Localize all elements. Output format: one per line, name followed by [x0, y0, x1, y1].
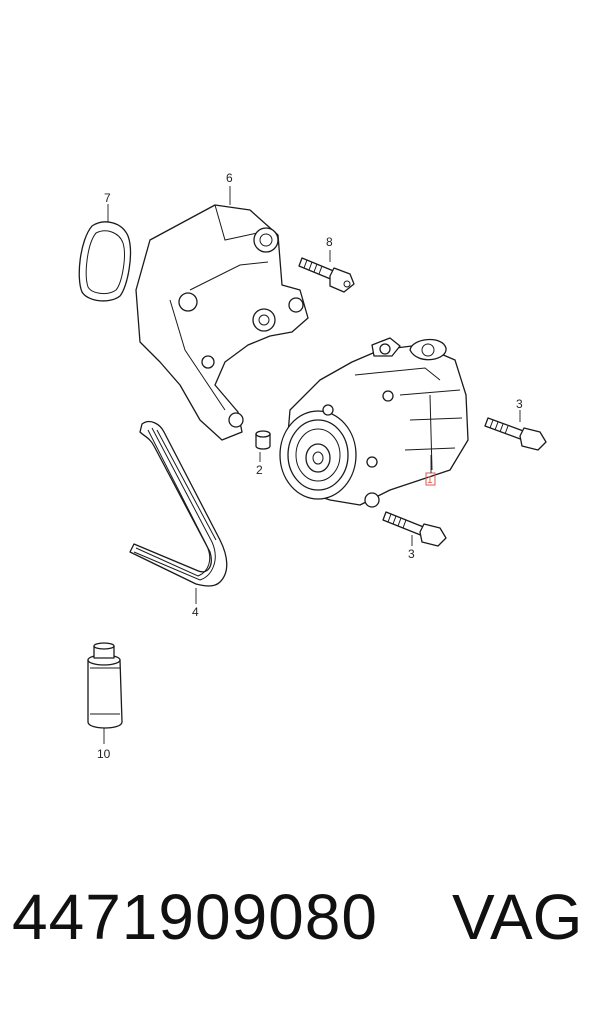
brand-label: VAG: [452, 881, 583, 953]
part-filter-cartridge: [87, 642, 123, 729]
callout-6: 6: [226, 171, 233, 185]
part-number: 4471909080: [12, 881, 378, 953]
callout-8: 8: [326, 235, 333, 249]
part-ribbed-belt: [129, 420, 228, 587]
part-bolt-3-upper: [484, 417, 547, 451]
part-bracket: [135, 204, 309, 441]
part-gasket: [78, 221, 132, 302]
callout-1: 1: [427, 475, 433, 486]
callout-10: 10: [97, 747, 111, 761]
part-ac-compressor: [279, 337, 469, 508]
callout-4: 4: [192, 605, 199, 619]
callout-7: 7: [104, 191, 111, 205]
part-bolt-3-lower: [382, 511, 447, 547]
callout-3-upper: 3: [516, 397, 523, 411]
part-bolt-8: [298, 257, 355, 293]
callout-3-lower: 3: [408, 547, 415, 561]
callout-1-highlight-box: [425, 472, 436, 486]
callout-2: 2: [256, 463, 263, 477]
parts-exploded-diagram: 7 6 8 2: [78, 171, 547, 761]
part-bushing: [255, 430, 271, 450]
footer: 4471909080 VAG: [0, 880, 600, 1000]
